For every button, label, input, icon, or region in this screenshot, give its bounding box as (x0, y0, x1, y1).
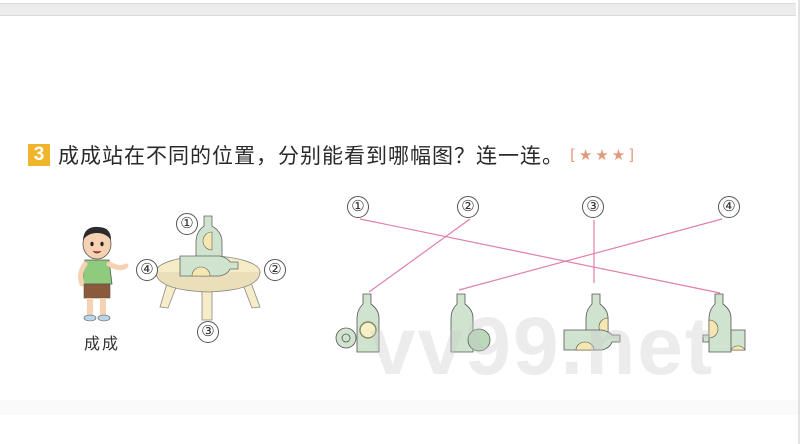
table-with-bottles (155, 215, 261, 321)
difficulty-stars: [★★★] (570, 146, 638, 164)
position-label-4: ④ (136, 259, 158, 281)
view-option-2[interactable] (445, 290, 500, 355)
position-label-1: ① (176, 213, 198, 235)
answer-label-3[interactable]: ③ (582, 196, 604, 218)
line-4-to-view-2 (458, 218, 723, 291)
page-bottom-band (0, 400, 798, 415)
position-label-2: ② (264, 259, 286, 281)
top-toolbar-strip (0, 3, 796, 16)
character-name: 成成 (84, 334, 121, 353)
answer-label-4[interactable]: ④ (718, 196, 740, 218)
view-option-4[interactable] (695, 290, 755, 355)
boy-illustration (78, 226, 129, 322)
position-label-3: ③ (197, 321, 219, 343)
answer-label-2[interactable]: ② (457, 196, 479, 218)
scrollbar-edge[interactable] (798, 0, 800, 444)
line-1-to-view-4 (359, 218, 721, 294)
question-text: 成成站在不同的位置，分别能看到哪幅图？连一连。 (58, 144, 564, 168)
answer-label-1[interactable]: ① (347, 196, 369, 218)
question-number-badge: 3 (28, 144, 50, 166)
view-option-1[interactable] (333, 290, 388, 355)
view-option-3[interactable] (560, 290, 630, 355)
question-header: 3 成成站在不同的位置，分别能看到哪幅图？连一连。 [★★★] (28, 140, 637, 170)
line-2-to-view-1 (368, 218, 471, 293)
